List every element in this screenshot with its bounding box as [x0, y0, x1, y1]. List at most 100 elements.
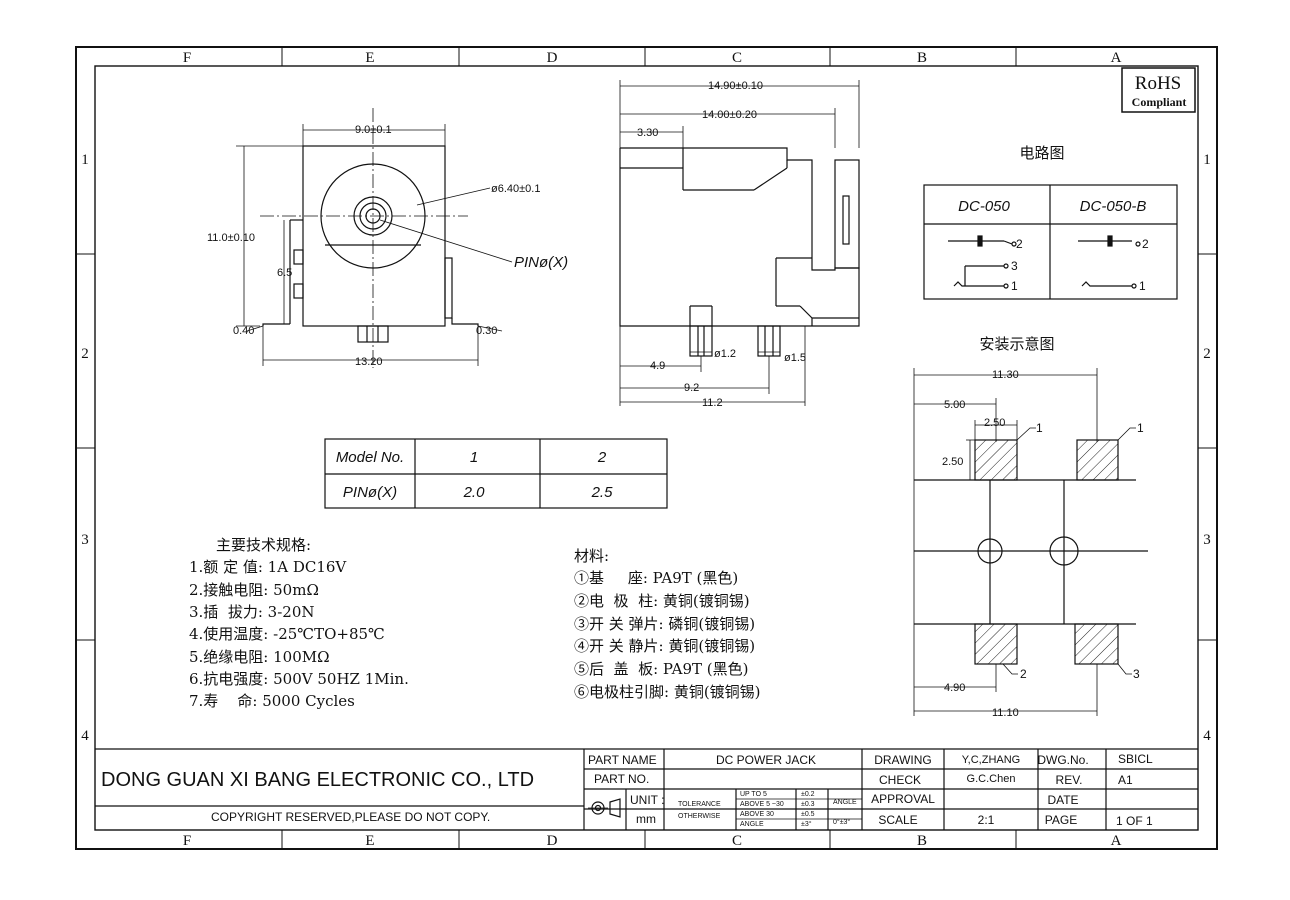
- tol-range: ABOVE 30: [740, 811, 774, 818]
- title-block: DONG GUAN XI BANG ELECTRONIC CO., LTD CO…: [95, 748, 1198, 830]
- circuit-title: 电路图: [1019, 144, 1064, 162]
- side-view-dimensions: 14.90±0.10 14.00±0.20 3.30 ø1.2 ø1.5 4.9…: [637, 80, 806, 409]
- tol-range: ABOVE 5 ~30: [740, 801, 784, 808]
- unit-label: UNIT :: [630, 793, 664, 807]
- column-label: D: [547, 833, 558, 849]
- dim-base: 13.20: [355, 356, 383, 368]
- column-label: E: [365, 833, 374, 849]
- row-labels-right: 1 2 3 4: [1203, 152, 1211, 744]
- dim-total-bottom: 11.10: [992, 707, 1019, 719]
- callout-label: 1: [1036, 421, 1043, 435]
- dim-offset-top: 5.00: [944, 399, 965, 411]
- dim-b: 9.2: [684, 382, 699, 394]
- dim-offset-bottom: 4.90: [944, 682, 965, 694]
- install-pad: [974, 623, 1018, 665]
- tol-value: ±0.3: [801, 801, 815, 808]
- column-label: A: [1111, 833, 1122, 849]
- column-label: D: [547, 50, 558, 66]
- drawing-by: Y,C,ZHANG: [962, 754, 1020, 766]
- specs-title: 主要技术规格:: [216, 536, 311, 554]
- dim-side: 6.5: [277, 267, 292, 279]
- callout-label: 1: [1137, 421, 1144, 435]
- rohs-subtitle: Compliant: [1132, 95, 1187, 109]
- column-labels-top: F E D C B A: [183, 50, 1122, 66]
- install-pad: [1076, 439, 1119, 481]
- tol-range: UP TO 5: [740, 791, 767, 798]
- spec-item: 6.抗电强度: 500V 50HZ 1Min.: [189, 670, 409, 688]
- model-table: Model No. 1 2 PINø(X) 2.0 2.5: [324, 438, 668, 509]
- install-title: 安装示意图: [979, 335, 1054, 353]
- install-diagram: 安装示意图: [913, 335, 1148, 719]
- table-cell: PINø(X): [343, 484, 397, 501]
- install-pad: [1074, 623, 1119, 665]
- row-label: 2: [1203, 346, 1211, 362]
- column-label: C: [732, 50, 742, 66]
- row-labels-left: 1 2 3 4: [81, 152, 89, 744]
- dim-hole1: ø1.2: [714, 348, 736, 360]
- column-labels-bottom: F E D C B A: [183, 833, 1122, 849]
- dim-width: 9.0±0.1: [355, 124, 392, 136]
- specs-list: 主要技术规格: 1.额 定 值: 1A DC16V 2.接触电阻: 50mΩ 3…: [189, 536, 409, 710]
- pin-label: 3: [1011, 259, 1018, 273]
- material-item: ②电 极 柱: 黄铜(镀铜锡): [574, 592, 750, 610]
- dim-diameter: ø6.40±0.1: [491, 183, 540, 195]
- column-label: B: [917, 833, 927, 849]
- tol-value: ±0.5: [801, 811, 815, 818]
- dim-left-foot: 0.40: [233, 325, 254, 337]
- angle-label: ANGLE: [833, 799, 857, 806]
- approval-label: APPROVAL: [871, 792, 935, 806]
- row-label: 3: [81, 532, 89, 548]
- spec-item: 5.绝缘电阻: 100MΩ: [189, 648, 330, 666]
- front-view: [236, 108, 513, 368]
- part-no-label: PART NO.: [594, 772, 649, 786]
- pin-label: 2: [1142, 237, 1149, 251]
- dim-pad-height: 2.50: [942, 456, 963, 468]
- tol-value: ±3°: [801, 820, 812, 828]
- dim-pin-label: PINø(X): [514, 254, 568, 271]
- part-name-value: DC POWER JACK: [716, 753, 816, 767]
- page-label: PAGE: [1045, 813, 1077, 827]
- spec-item: 7.寿 命: 5000 Cycles: [189, 692, 355, 710]
- pin-label: 2: [1016, 237, 1023, 251]
- column-label: E: [365, 50, 374, 66]
- column-label: C: [732, 833, 742, 849]
- part-name-label: PART NAME: [588, 753, 657, 767]
- scale-label: SCALE: [878, 813, 917, 827]
- circuit-model-b: DC-050-B: [1080, 198, 1147, 215]
- scale-value: 2:1: [978, 813, 995, 827]
- table-header: Model No.: [336, 449, 404, 466]
- pin-label: 1: [1139, 279, 1146, 293]
- row-label: 2: [81, 346, 89, 362]
- dim-right-foot: 0.30: [476, 325, 497, 337]
- material-item: ①基 座: PA9T (黑色): [574, 569, 738, 587]
- copyright-notice: COPYRIGHT RESERVED,PLEASE DO NOT COPY.: [211, 810, 490, 824]
- install-pad: [974, 439, 1018, 481]
- column-label: A: [1111, 50, 1122, 66]
- row-label: 1: [1203, 152, 1211, 168]
- row-label: 4: [1203, 728, 1211, 744]
- circuit-diagram: 电路图 DC-050 DC-050-B: [923, 144, 1178, 300]
- dim-height: 11.0±0.10: [207, 232, 255, 244]
- callout-label: 2: [1020, 667, 1027, 681]
- rev-value: A1: [1118, 773, 1133, 787]
- row-label: 4: [81, 728, 89, 744]
- dim-pad-width: 2.50: [984, 417, 1005, 429]
- rev-label: REV.: [1056, 773, 1083, 787]
- otherwise-label: OTHERWISE: [678, 813, 721, 820]
- rohs-title: RoHS: [1135, 73, 1181, 94]
- materials-title: 材料:: [574, 547, 609, 565]
- tol-range: ANGLE: [740, 821, 764, 828]
- circuit-model-a: DC-050: [958, 198, 1010, 215]
- dim-total-top: 11.30: [992, 369, 1019, 381]
- check-by: G.C.Chen: [967, 773, 1016, 785]
- spec-item: 4.使用温度: -25℃TO+85℃: [189, 625, 385, 643]
- rohs-badge: RoHS Compliant: [1121, 67, 1196, 113]
- table-cell: 2.5: [591, 484, 614, 501]
- dim-a: 4.9: [650, 360, 665, 372]
- callout-label: 3: [1133, 667, 1140, 681]
- materials-list: 材料: ①基 座: PA9T (黑色) ②电 极 柱: 黄铜(镀铜锡) ③开 关…: [574, 547, 761, 701]
- side-view: [619, 80, 860, 406]
- date-label: DATE: [1047, 793, 1078, 807]
- front-view-dimensions: 9.0±0.1 ø6.40±0.1 11.0±0.10 6.5 PINø(X) …: [207, 124, 568, 368]
